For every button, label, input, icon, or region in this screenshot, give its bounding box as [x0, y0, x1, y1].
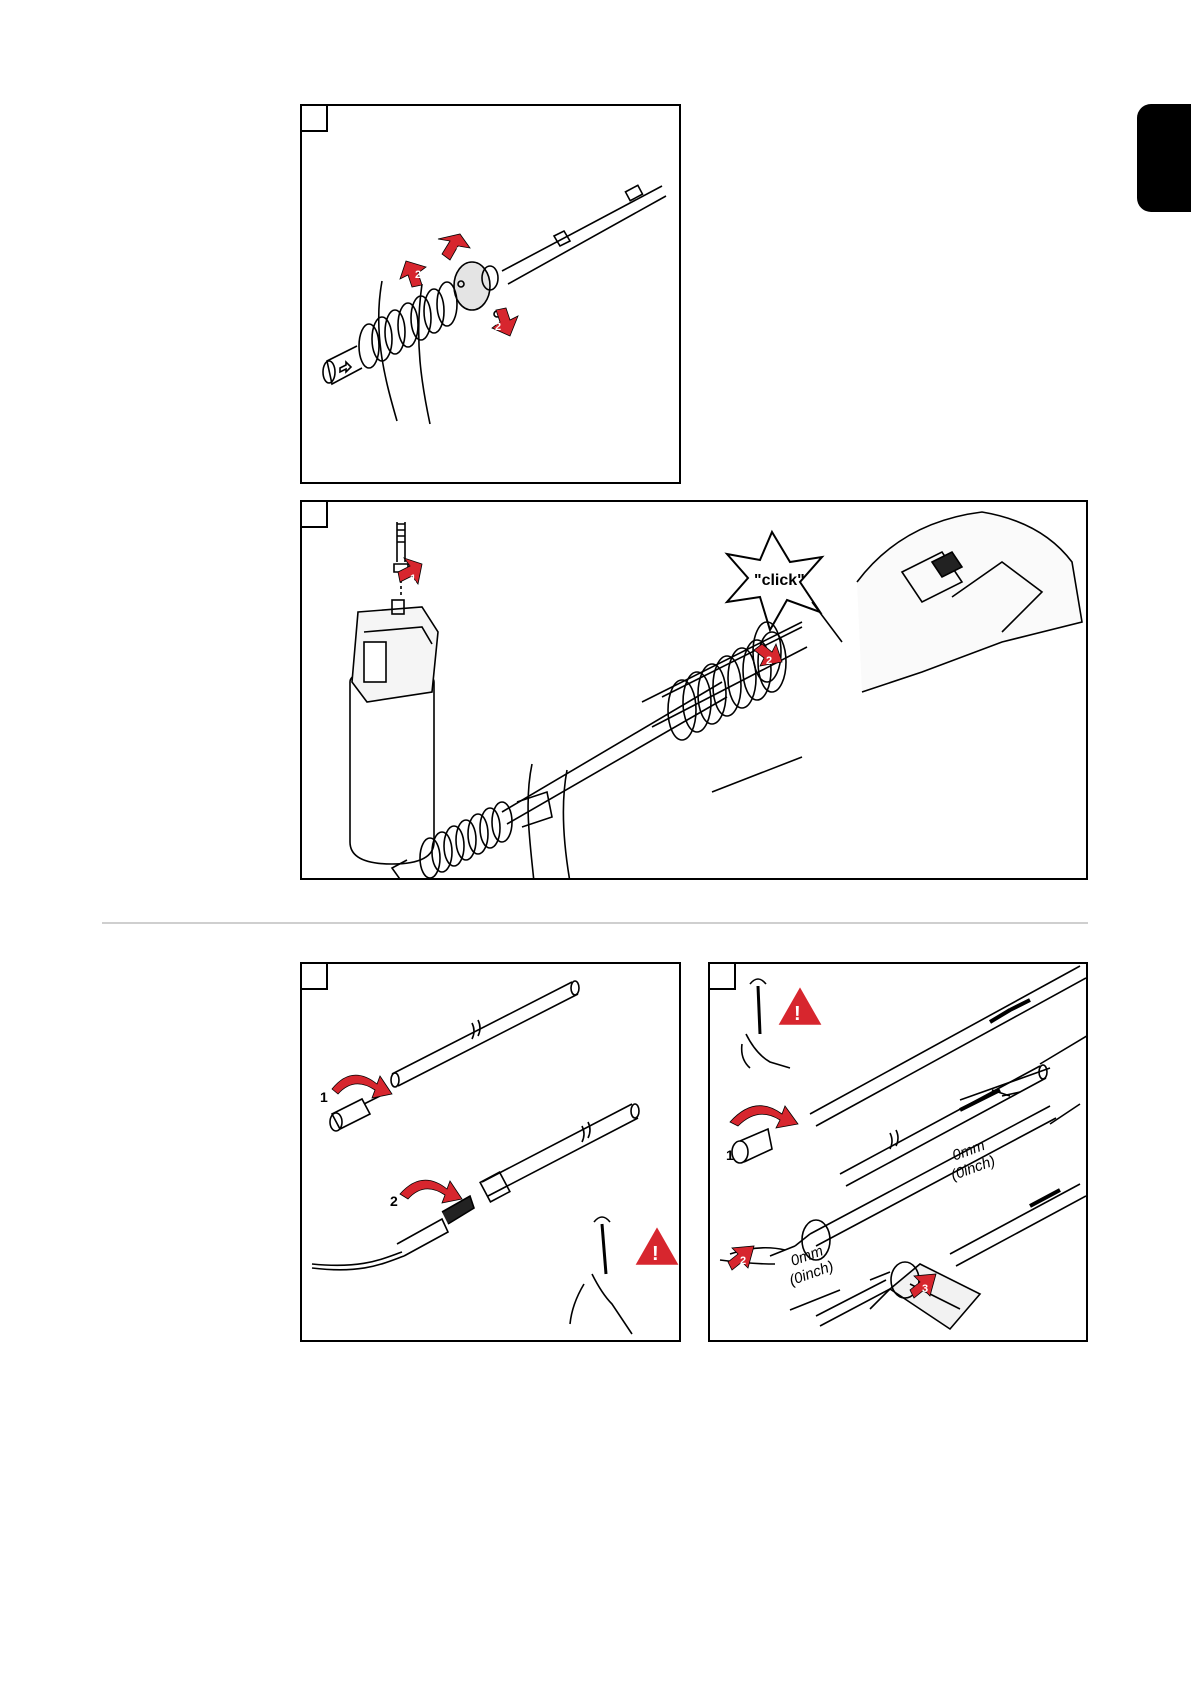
- badge-2b-text: 2: [495, 321, 501, 333]
- step-checkbox: [302, 106, 328, 132]
- step-checkbox: [302, 502, 328, 528]
- badge-2-text: 2: [390, 1193, 398, 1209]
- step-checkbox: [710, 964, 736, 990]
- badge-1-text: 1: [726, 1147, 734, 1163]
- badge-2-text: 2: [415, 269, 421, 281]
- illustration-panel-4: !: [708, 962, 1088, 1342]
- badge-3-text: 3: [922, 1283, 928, 1295]
- illustration-panel-1: 1 2 2: [300, 104, 681, 484]
- liner-replace-illustration: ! 1 2: [302, 964, 681, 1342]
- svg-text:!: !: [794, 1003, 801, 1025]
- badge-1-text: 1: [320, 1089, 328, 1105]
- click-sound-label: "click": [754, 572, 805, 589]
- svg-text:!: !: [652, 1243, 659, 1265]
- liner-cut-illustration: !: [710, 964, 1088, 1342]
- torch-neck-illustration: 1 2 2: [302, 106, 681, 484]
- illustration-panel-3: ! 1 2: [300, 962, 681, 1342]
- section-divider: [102, 922, 1088, 924]
- step-checkbox: [302, 964, 328, 990]
- torch-assembly-illustration: 1 2 "click": [302, 502, 1088, 880]
- badge-1-text: 1: [456, 245, 462, 257]
- badge-2-text: 2: [740, 1255, 746, 1267]
- badge-1-text: 1: [410, 573, 416, 585]
- badge-2-text: 2: [766, 655, 772, 667]
- illustration-panel-2: 1 2 "click": [300, 500, 1088, 880]
- chapter-tab-marker: [1137, 104, 1191, 212]
